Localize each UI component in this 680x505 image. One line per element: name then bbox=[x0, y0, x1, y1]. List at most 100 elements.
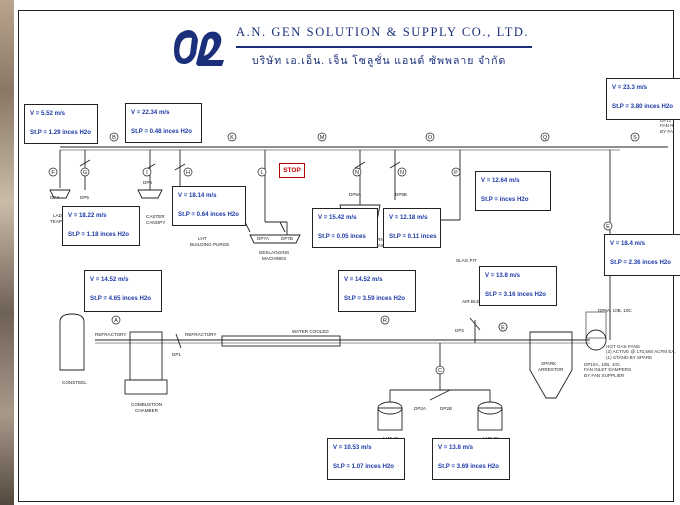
duct-line bbox=[49, 146, 668, 431]
diagram-label: DP8A bbox=[349, 192, 362, 197]
reading-text: St.P = 3.69 inces H2o bbox=[438, 463, 500, 470]
damper-notes: DP10A, 10B, 10C FAN INLET DAMPERS BY FAN… bbox=[584, 362, 631, 378]
duct-line bbox=[109, 132, 119, 142]
reading-text: V = 18.14 m/s bbox=[178, 192, 217, 199]
hot-gas-fan bbox=[585, 329, 607, 351]
duct-line bbox=[540, 132, 550, 142]
duct-line bbox=[354, 161, 366, 169]
equipment-labels: DP4 DP5 DP6 DP7A DP7B DP8A DP8B DP1 DP2 … bbox=[50, 180, 632, 441]
diagram-label: DP7A bbox=[257, 236, 270, 241]
stop-marker: STOP bbox=[279, 163, 305, 178]
duct-line bbox=[477, 407, 503, 431]
diagram-label: LADLE bbox=[53, 213, 68, 218]
diagram-label: REFRACTORY bbox=[95, 332, 126, 337]
diagram-label: DP4 bbox=[50, 195, 59, 200]
reading-text: St.P = 1.29 inces H2o bbox=[30, 129, 92, 136]
diagram-label: DP6 bbox=[143, 180, 152, 185]
duct-line bbox=[257, 167, 267, 177]
right-edge-notes: DP11 FAN R BY FA bbox=[660, 118, 674, 134]
duct-line bbox=[48, 167, 58, 177]
diagram-label: DP2B bbox=[440, 406, 452, 411]
reading-text: V = 14.52 m/s bbox=[90, 276, 129, 283]
node-b: B bbox=[112, 135, 116, 141]
diagram-label: SPARK bbox=[541, 361, 557, 366]
water-cooled-duct bbox=[221, 335, 341, 347]
diagram-label: BUILDING PURGE bbox=[190, 242, 229, 247]
reading-text: V = 23.3 m/s bbox=[612, 84, 648, 91]
duct-line bbox=[435, 365, 445, 375]
node-i: I bbox=[146, 170, 148, 176]
diagram-label: AIR BLEED bbox=[462, 299, 487, 304]
reading-text: FAN INLET DAMPERS bbox=[584, 367, 632, 373]
reading-text: (1) STAND-BY SPARE bbox=[606, 354, 653, 360]
reading-text: St.P = 3.16 inces H2o bbox=[485, 291, 547, 298]
duct-line bbox=[380, 315, 390, 325]
reading-text: St.P = 2.36 inces H2o bbox=[610, 259, 672, 266]
diagram-label: CANOPY bbox=[372, 243, 391, 248]
diagram-label: REFRACTORY bbox=[185, 332, 216, 337]
logo-divider bbox=[236, 46, 532, 48]
node-o: O bbox=[428, 135, 433, 141]
diagram-label: DP1 bbox=[172, 352, 181, 357]
duct-line bbox=[429, 389, 451, 401]
node-n1: N bbox=[355, 170, 359, 176]
company-name-thai: บริษัท เอ.เอ็น. เจ็น โซลูชั่น แอนด์ ซัพพ… bbox=[252, 56, 507, 67]
deslagging-hood bbox=[249, 234, 301, 244]
ladle-teapot-hood bbox=[49, 189, 71, 199]
diagram-label: CASTER bbox=[146, 214, 165, 219]
node-letters: B A K M O Q S F G I H L N N P R A E C E bbox=[51, 135, 637, 374]
reading-text: DP10A, 10B, 10C bbox=[584, 362, 621, 367]
diagram-label: CHAMBER bbox=[135, 408, 159, 413]
node-markers bbox=[48, 132, 640, 375]
duct-line bbox=[352, 167, 362, 177]
diagram-label: DP5 bbox=[80, 195, 89, 200]
consteel-vessel bbox=[59, 313, 85, 371]
node-m: M bbox=[320, 135, 325, 141]
node-h: H bbox=[186, 170, 190, 176]
duct-line bbox=[377, 407, 403, 431]
node-k: K bbox=[230, 135, 234, 141]
duct-line bbox=[389, 161, 401, 169]
diagram-label: MACHINES bbox=[262, 256, 286, 261]
spark-arrestor bbox=[529, 331, 573, 399]
duct-line bbox=[469, 317, 481, 331]
diagram-label: TEAPOT bbox=[50, 219, 69, 224]
fan-notes: HOT GAS FANS (2) ACTIVE @ 170,560 ACFM E… bbox=[606, 344, 676, 360]
reading-text: St.P = 0.05 inces bbox=[318, 233, 366, 240]
reading-text: St.P = 0.64 inces H2o bbox=[178, 211, 240, 218]
background-photo-strip bbox=[0, 0, 14, 505]
reading-text: BY FA bbox=[660, 128, 673, 134]
reading-text: V = 10.53 m/s bbox=[333, 444, 372, 451]
diagram-label: COMBUSTION bbox=[131, 402, 162, 407]
diagram-label: WATER COOLED bbox=[292, 329, 329, 334]
diagram-label: LHT bbox=[198, 236, 207, 241]
diagram-label: DP9A, 10B, 10C bbox=[598, 308, 632, 313]
reading-text: V = 13.8 m/s bbox=[485, 272, 521, 279]
duct-line bbox=[174, 163, 186, 171]
reading-text: St.P = 3.80 inces H2o bbox=[612, 103, 674, 110]
diagram-label: SLAG PIT bbox=[456, 258, 477, 263]
duct-line bbox=[142, 167, 152, 177]
reading-text: St.P = 3.59 inces H2o bbox=[344, 295, 406, 302]
node-q: Q bbox=[543, 135, 548, 141]
duct-line bbox=[124, 379, 168, 395]
node-g: G bbox=[83, 170, 87, 176]
reading-text: V = 12.64 m/s bbox=[481, 177, 520, 184]
duct-line bbox=[317, 132, 327, 142]
diagram-label: DP2A bbox=[414, 406, 427, 411]
reading-text: St.P = 0.11 inces bbox=[389, 233, 437, 240]
company-name: A.N. GEN SOLUTION & SUPPLY CO., LTD. bbox=[236, 25, 530, 39]
diagram-label: FURNACE bbox=[371, 237, 393, 242]
reading-text: V = 22.34 m/s bbox=[131, 109, 170, 116]
reading-text: V = 18.4 m/s bbox=[610, 240, 646, 247]
